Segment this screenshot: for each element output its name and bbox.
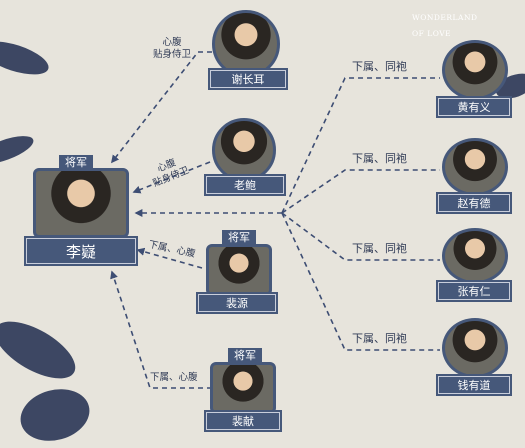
relation-label-zhao: 下属、同袍 <box>352 152 407 165</box>
name-plate-pei-xian: 裴献 <box>206 412 280 430</box>
portrait-xie <box>212 10 280 78</box>
title-badge-li: 将军 <box>59 155 93 170</box>
brand-line-2: OF LOVE <box>412 29 452 38</box>
name-plate-laobao: 老鲍 <box>206 176 284 194</box>
portrait-pei-yuan <box>206 244 272 296</box>
name-plate-huang: 黄有义 <box>438 98 510 116</box>
portrait-zhao <box>442 138 508 196</box>
portrait-li <box>33 168 129 238</box>
title-badge-pei-xian: 将军 <box>228 348 262 363</box>
relation-label-qian: 下属、同袍 <box>352 332 407 345</box>
connector-xie-to-li <box>111 51 212 164</box>
portrait-laobao <box>212 118 276 182</box>
brand-logo: WONDERLAND OF LOVE <box>412 10 478 42</box>
portrait-pei-xian <box>210 362 276 414</box>
name-plate-zhao: 赵有德 <box>438 194 510 212</box>
connector-peiyuan-to-li <box>136 247 203 269</box>
relation-label-pei-xian: 下属、心腹 <box>150 372 198 383</box>
connector-laobao-to-li <box>132 161 211 194</box>
name-plate-zhang: 张有仁 <box>438 282 510 300</box>
connector-lines <box>110 51 440 389</box>
name-plate-pei-yuan: 裴源 <box>198 294 276 312</box>
name-plate-xie: 谢长耳 <box>210 70 286 88</box>
name-plate-qian: 钱有道 <box>438 376 510 394</box>
relationship-diagram: WONDERLAND OF LOVE 将军 李嶷 谢长耳 心腹 贴身侍卫 老鲍 … <box>0 10 525 448</box>
portrait-zhang <box>442 228 508 284</box>
relation-label-xie: 心腹 贴身侍卫 <box>153 37 192 60</box>
connector-hub-to-zhao <box>281 169 440 214</box>
brand-line-1: WONDERLAND <box>412 13 478 22</box>
connector-peixian-to-li <box>110 270 212 389</box>
connector-hub-to-qian <box>281 212 440 351</box>
relation-label-zhang: 下属、同袍 <box>352 242 407 255</box>
name-plate-li: 李嶷 <box>26 238 136 264</box>
connector-hub-to-huang <box>281 77 440 214</box>
portrait-qian <box>442 318 508 378</box>
portrait-huang <box>442 40 508 100</box>
title-badge-pei-yuan: 将军 <box>222 230 256 245</box>
relation-label-huang: 下属、同袍 <box>352 60 407 73</box>
